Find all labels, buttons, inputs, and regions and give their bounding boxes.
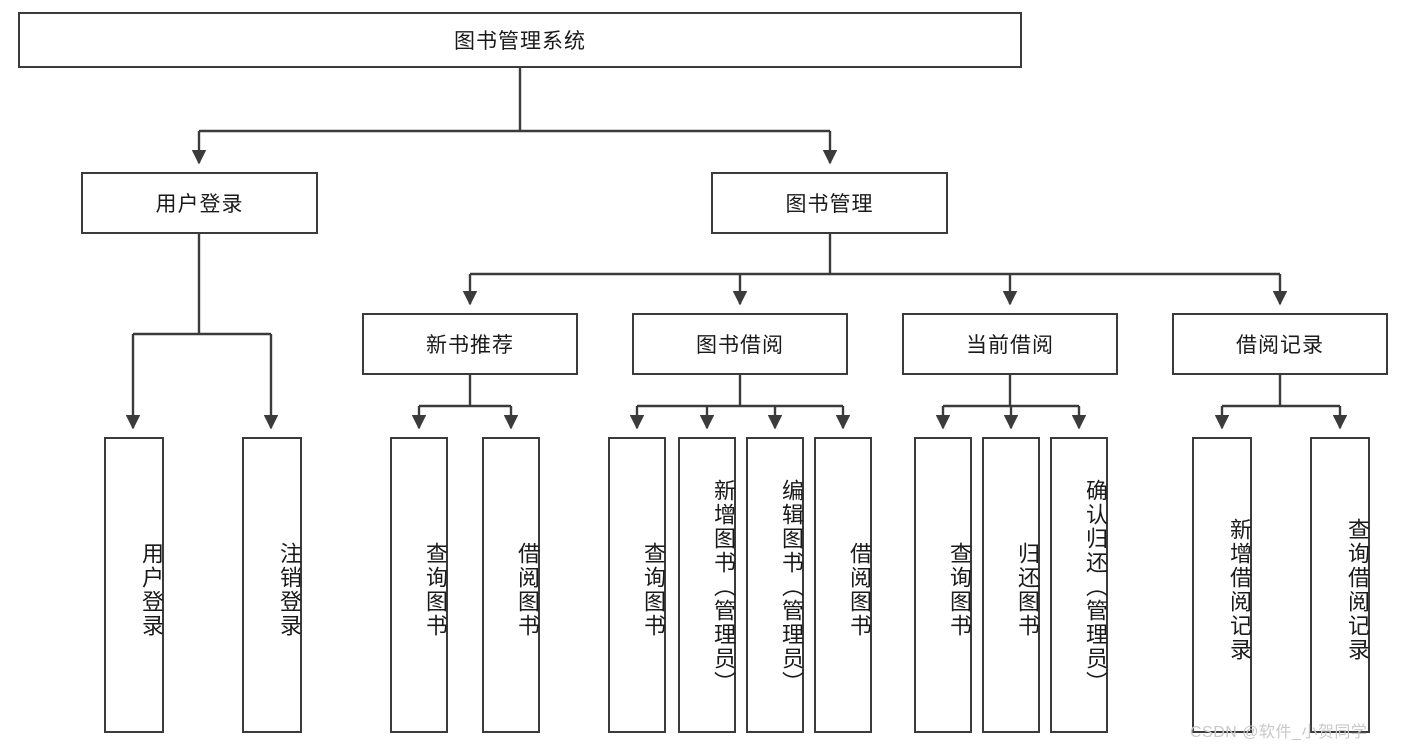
node-new-book-recommend-label: 新书推荐 xyxy=(426,334,514,357)
node-user-login[interactable]: 用户登录 xyxy=(81,172,318,234)
leaf-node[interactable]: 借阅图书 xyxy=(814,437,872,733)
leaf-node-label: 查询借阅记录 xyxy=(1345,518,1370,662)
node-book-management[interactable]: 图书管理 xyxy=(711,172,948,234)
leaf-node[interactable]: 借阅图书 xyxy=(482,437,540,733)
csdn-watermark: CSDN @软件_小贺同学 xyxy=(1190,724,1368,741)
leaf-node[interactable]: 注销登录 xyxy=(242,437,302,733)
node-root[interactable]: 图书管理系统 xyxy=(18,12,1022,68)
leaf-node-label: 编辑图书（管理员） xyxy=(779,479,804,695)
leaf-node-label: 借阅图书 xyxy=(515,542,540,638)
node-book-borrow[interactable]: 图书借阅 xyxy=(632,313,848,375)
leaf-node[interactable]: 新增借阅记录 xyxy=(1192,437,1252,733)
leaf-node-label: 用户登录 xyxy=(139,542,164,638)
node-borrow-record-label: 借阅记录 xyxy=(1236,334,1324,357)
node-current-borrow[interactable]: 当前借阅 xyxy=(902,313,1118,375)
leaf-node-label: 新增图书（管理员） xyxy=(711,479,736,695)
leaf-node-label: 新增借阅记录 xyxy=(1227,518,1252,662)
node-book-management-label: 图书管理 xyxy=(785,193,874,216)
leaf-node-label: 注销登录 xyxy=(277,542,302,638)
node-book-borrow-label: 图书借阅 xyxy=(696,334,784,357)
node-borrow-record[interactable]: 借阅记录 xyxy=(1172,313,1388,375)
leaf-node[interactable]: 查询图书 xyxy=(914,437,972,733)
leaf-node-label: 确认归还（管理员） xyxy=(1083,479,1108,695)
leaf-node[interactable]: 查询借阅记录 xyxy=(1310,437,1370,733)
leaf-node[interactable]: 编辑图书（管理员） xyxy=(746,437,804,733)
leaf-node-label: 查询图书 xyxy=(423,542,448,638)
leaf-node-label: 查询图书 xyxy=(947,542,972,638)
leaf-node-label: 查询图书 xyxy=(641,542,666,638)
leaf-node[interactable]: 用户登录 xyxy=(104,437,164,733)
leaf-node-label: 借阅图书 xyxy=(847,542,872,638)
node-root-label: 图书管理系统 xyxy=(454,30,586,53)
leaf-node[interactable]: 确认归还（管理员） xyxy=(1050,437,1108,733)
node-current-borrow-label: 当前借阅 xyxy=(966,334,1054,357)
leaf-node[interactable]: 查询图书 xyxy=(608,437,666,733)
leaf-node[interactable]: 归还图书 xyxy=(982,437,1040,733)
leaf-node[interactable]: 新增图书（管理员） xyxy=(678,437,736,733)
leaf-node-label: 归还图书 xyxy=(1015,542,1040,638)
node-new-book-recommend[interactable]: 新书推荐 xyxy=(362,313,578,375)
leaf-node[interactable]: 查询图书 xyxy=(390,437,448,733)
node-user-login-label: 用户登录 xyxy=(155,193,244,216)
